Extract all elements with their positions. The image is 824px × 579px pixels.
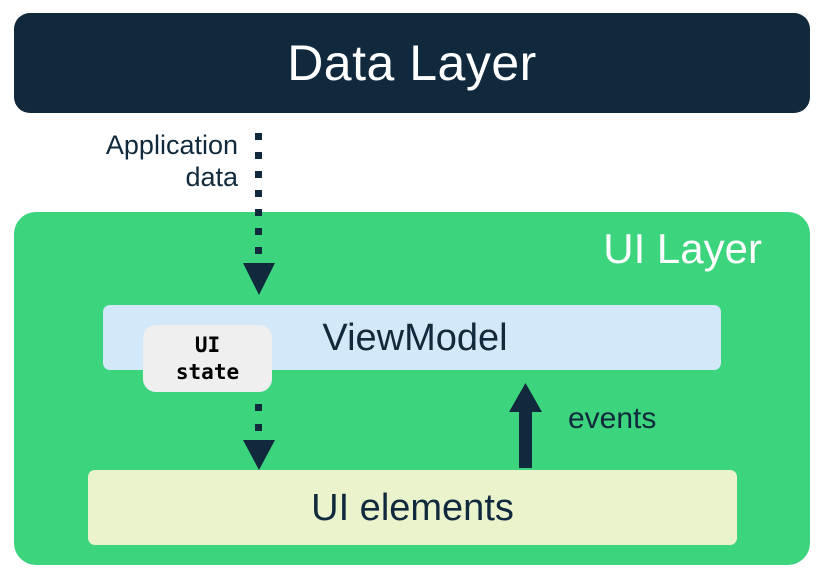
application-data-line1: Application [105, 130, 238, 160]
application-data-line2: data [185, 161, 238, 192]
data-layer-box: Data Layer [14, 13, 810, 113]
ui-state-chip: UI state [143, 325, 272, 392]
application-data-label: Application data [48, 130, 238, 194]
ui-elements-label: UI elements [311, 486, 514, 529]
data-layer-label: Data Layer [287, 35, 537, 91]
viewmodel-label: ViewModel [322, 317, 508, 359]
ui-state-line2: state [175, 359, 240, 384]
ui-layer-label: UI Layer [603, 225, 762, 272]
events-label: events [568, 402, 657, 435]
ui-elements-box: UI elements [88, 470, 737, 545]
ui-state-line1: UI [194, 332, 221, 357]
